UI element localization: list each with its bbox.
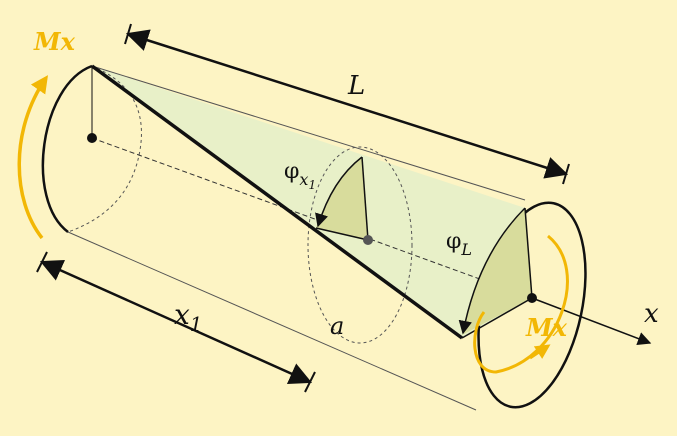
- x1-label: x1: [174, 298, 203, 336]
- x-axis: [531, 297, 652, 345]
- length-label: L: [347, 71, 365, 101]
- dimension-x1-tick-start: [36, 251, 48, 273]
- phi-x1-sub: x: [299, 170, 308, 189]
- right-center-dot: [527, 293, 537, 303]
- center-axis-dashed: [91, 137, 533, 299]
- moment-left-arrow: [17, 75, 48, 240]
- phi-L-radius-top: [524, 207, 533, 299]
- dimension-L-line: [125, 29, 569, 179]
- phi-L-wedge: [462, 208, 532, 335]
- dimension-x1-tick-end: [304, 371, 316, 393]
- phi-L-label: φL: [446, 229, 472, 259]
- dimension-L-tick-start: [124, 23, 132, 45]
- phi-L-sub: L: [460, 240, 472, 259]
- x1-label-sub: 1: [190, 312, 203, 336]
- section-center-dot: [363, 235, 373, 245]
- dimension-x1-line: [39, 260, 313, 384]
- phi-x1-label: φx1: [284, 159, 316, 192]
- moment-right-arrowhead-line: [529, 344, 551, 360]
- left-center-dot: [87, 133, 97, 143]
- section-a-label: a: [330, 312, 344, 340]
- phi-L-base: φ: [446, 229, 461, 254]
- phi-L-arc: [458, 207, 526, 335]
- phi-L-radius-twisted: [461, 297, 533, 339]
- moment-right-arrow: [473, 234, 569, 374]
- left-end-arc: [41, 64, 93, 234]
- phi-x1-subsub: 1: [308, 178, 316, 192]
- axis-x-label: x: [644, 299, 659, 329]
- twist-plane: [92, 66, 532, 338]
- phi-x1-base: φ: [284, 159, 299, 184]
- x1-label-base: x: [174, 298, 190, 331]
- phi-x1-radius-twisted: [315, 227, 369, 241]
- moment-right-label: Mx: [525, 313, 568, 342]
- dimension-L-tick-end: [562, 163, 570, 185]
- moment-left-label: Mx: [33, 27, 76, 56]
